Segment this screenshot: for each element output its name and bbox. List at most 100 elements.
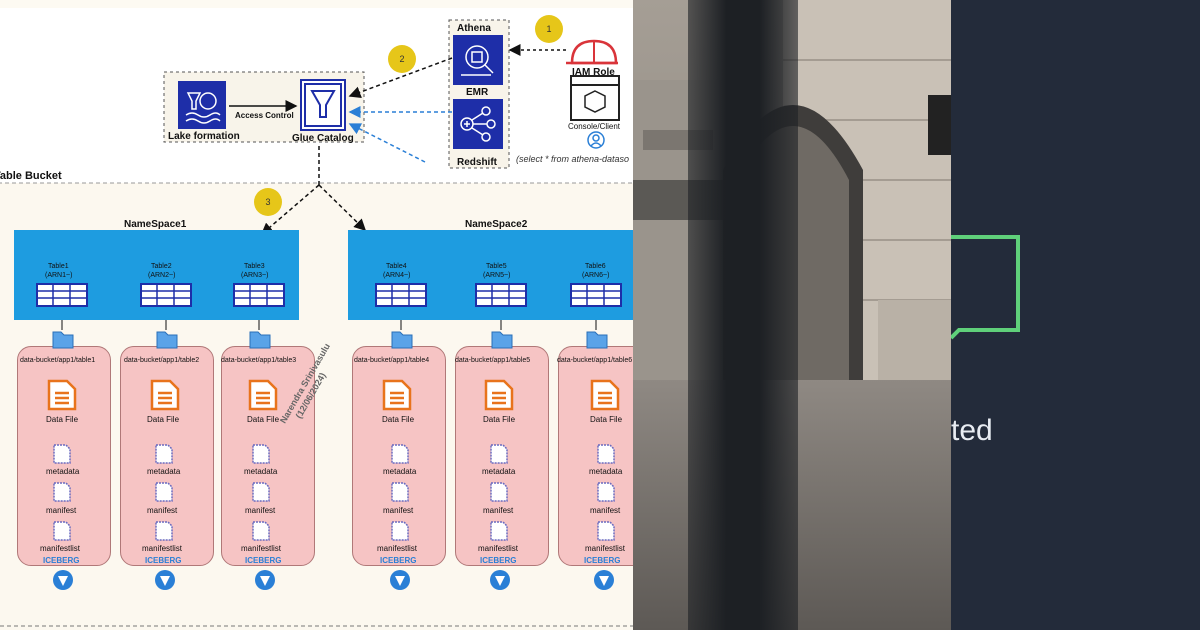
table-icon <box>140 283 192 307</box>
manifest-file-icon <box>597 482 615 502</box>
iam-role-label: IAM Role <box>572 67 615 78</box>
folder-icon <box>586 331 608 349</box>
manifestlist-label: manifestlist <box>40 544 81 553</box>
namespace-2-label: NameSpace2 <box>465 219 528 230</box>
data-file-icon <box>47 379 77 411</box>
data-file-label: Data File <box>46 415 79 424</box>
data-file-icon <box>590 379 620 411</box>
manifest-label: manifest <box>46 506 77 515</box>
manifestlist-file-icon <box>597 521 615 541</box>
table-4-arn: (ARN4~) <box>383 272 411 279</box>
manifest-label: manifest <box>483 506 514 515</box>
data-file-label: Data File <box>382 415 415 424</box>
data-file-label: Data File <box>147 415 180 424</box>
data-file-label: Data File <box>590 415 623 424</box>
archway-photo-image <box>633 0 951 630</box>
metadata-label: metadata <box>46 467 80 476</box>
iceberg-logo: ICEBERG <box>243 556 287 590</box>
architecture-diagram: 1 2 3 Lake formation Access Control Glue… <box>0 0 633 630</box>
manifestlist-label: manifestlist <box>478 544 519 553</box>
metadata-file-icon <box>490 444 508 464</box>
iceberg-logo: ICEBERG <box>478 556 522 590</box>
metadata-file-icon <box>597 444 615 464</box>
metadata-file-icon <box>391 444 409 464</box>
data-file-label: Data File <box>483 415 516 424</box>
manifestlist-file-icon <box>391 521 409 541</box>
folder-icon <box>249 331 271 349</box>
metadata-label: metadata <box>147 467 181 476</box>
table-6-arn: (ARN6~) <box>582 272 610 279</box>
manifestlist-label: manifestlist <box>142 544 183 553</box>
table-6-name: Table6 <box>585 263 606 270</box>
namespace-1-label: NameSpace1 <box>124 219 187 230</box>
iceberg-logo: ICEBERG <box>41 556 85 590</box>
manifest-label: manifest <box>147 506 178 515</box>
manifestlist-label: manifestlist <box>241 544 282 553</box>
metadata-file-icon <box>252 444 270 464</box>
data-file-icon <box>484 379 514 411</box>
folder-icon <box>391 331 413 349</box>
archway-photo <box>633 0 951 630</box>
table-icon <box>375 283 427 307</box>
table-3-name: Table3 <box>244 263 265 270</box>
bucket-path-3: data-bucket/app1/table3 <box>221 357 297 364</box>
manifest-label: manifest <box>245 506 276 515</box>
iceberg-logo: ICEBERG <box>143 556 187 590</box>
emr-label: EMR <box>466 87 489 98</box>
table-bucket-title: Table Bucket <box>0 170 62 182</box>
manifest-file-icon <box>490 482 508 502</box>
bucket-path-5: data-bucket/app1/table5 <box>455 357 531 364</box>
folder-icon <box>491 331 513 349</box>
metadata-label: metadata <box>383 467 417 476</box>
iceberg-logo: ICEBERG <box>582 556 626 590</box>
folder-icon <box>52 331 74 349</box>
manifestlist-file-icon <box>53 521 71 541</box>
bucket-path-1: data-bucket/app1/table1 <box>20 357 96 364</box>
manifestlist-file-icon <box>490 521 508 541</box>
athena-label: Athena <box>457 23 491 34</box>
access-control-label: Access Control <box>235 111 294 120</box>
table-icon <box>233 283 285 307</box>
metadata-file-icon <box>155 444 173 464</box>
manifest-file-icon <box>53 482 71 502</box>
table-icon <box>36 283 88 307</box>
step-badge-1: 1 <box>535 15 563 43</box>
data-file-label: Data File <box>247 415 280 424</box>
data-file-icon <box>150 379 180 411</box>
manifest-file-icon <box>252 482 270 502</box>
metadata-label: metadata <box>482 467 516 476</box>
console-client-icon <box>570 75 620 121</box>
bucket-path-6: data-bucket/app1/table6 <box>557 357 633 364</box>
table-4-name: Table4 <box>386 263 407 270</box>
green-bracket-shape <box>951 235 1020 340</box>
metadata-file-icon <box>53 444 71 464</box>
iam-role-icon <box>566 37 618 67</box>
metadata-label: metadata <box>244 467 278 476</box>
query-text: (select * from athena-dataso <box>516 154 630 164</box>
manifest-file-icon <box>391 482 409 502</box>
data-file-icon <box>248 379 278 411</box>
data-file-icon <box>382 379 412 411</box>
manifestlist-label: manifestlist <box>377 544 418 553</box>
glue-catalog-icon <box>300 79 346 131</box>
step-badge-2: 2 <box>388 45 416 73</box>
table-1-name: Table1 <box>48 263 69 270</box>
manifestlist-file-icon <box>252 521 270 541</box>
partial-heading-text: ted <box>951 414 993 447</box>
table-1-arn: (ARN1~) <box>45 272 73 279</box>
manifest-label: manifest <box>590 506 621 515</box>
table-icon <box>475 283 527 307</box>
table-icon <box>570 283 622 307</box>
manifest-label: manifest <box>383 506 414 515</box>
user-icon <box>587 131 605 149</box>
table-5-arn: (ARN5~) <box>483 272 511 279</box>
dark-side-panel: ted <box>951 0 1200 630</box>
manifestlist-file-icon <box>155 521 173 541</box>
console-client-label: Console/Client <box>568 122 621 131</box>
athena-icon <box>453 35 503 85</box>
step-badge-3: 3 <box>254 188 282 216</box>
iceberg-logo: ICEBERG <box>378 556 422 590</box>
table-2-arn: (ARN2~) <box>148 272 176 279</box>
lake-formation-icon <box>178 81 226 129</box>
bucket-path-4: data-bucket/app1/table4 <box>354 357 430 364</box>
